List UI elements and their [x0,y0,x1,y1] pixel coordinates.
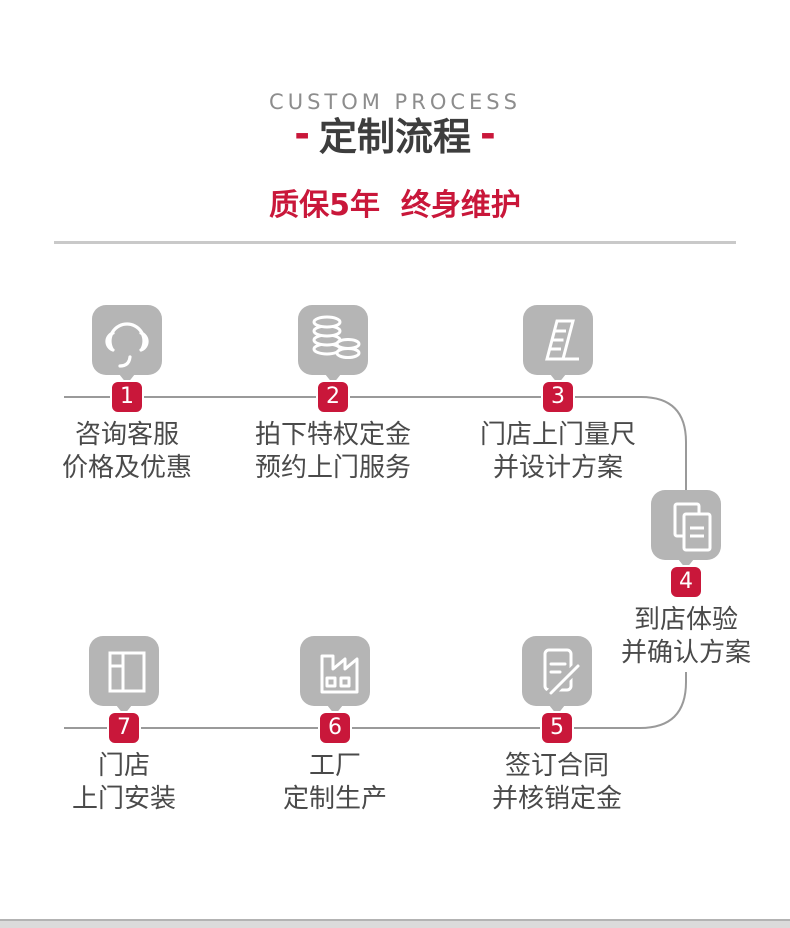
step-2-number-badge: 2 [316,380,350,414]
step-4-icon-bubble [651,490,721,560]
step-7: 7 门店 上门安装 [24,636,224,816]
step-2-icon-bubble [298,305,368,375]
step-2-line2: 预约上门服务 [254,453,411,483]
step-7-icon-bubble [89,636,159,706]
step-5-line1: 签订合同 [504,751,609,781]
step-1-line2: 价格及优惠 [61,453,192,483]
step-5-label: 签订合同 并核销定金 [492,750,622,816]
headset-icon [105,322,149,368]
step-1-line1: 咨询客服 [74,420,179,450]
step-7-line1: 门店 [97,751,150,781]
step-4-label: 到店体验 并确认方案 [621,604,751,670]
step-7-number-badge: 7 [107,711,141,745]
step-4-line2: 并确认方案 [620,638,751,668]
step-4-line1: 到店体验 [633,605,738,635]
step-3-line1: 门店上门量尺 [479,420,636,450]
step-6-number-badge: 6 [318,711,352,745]
step-5-number-badge: 5 [540,711,574,745]
step-1-number-badge: 1 [110,380,144,414]
step-2-line1: 拍下特权定金 [254,420,411,450]
step-2: 2 拍下特权定金 预约上门服务 [233,305,433,485]
factory-icon [320,654,359,694]
coins-icon [312,315,361,359]
ruler-icon [545,319,579,361]
step-6-label: 工厂 定制生产 [283,750,387,816]
contract-icon [543,648,584,699]
step-2-label: 拍下特权定金 预约上门服务 [255,419,411,485]
section-subtitle-en: CUSTOM PROCESS [269,90,521,114]
step-6-icon-bubble [300,636,370,706]
step-4-number-badge: 4 [669,565,703,599]
step-3: 3 门店上门量尺 并设计方案 [458,305,658,485]
title-right-dash: - [480,112,496,156]
step-1-icon-bubble [92,305,162,375]
step-3-number-badge: 3 [541,380,575,414]
step-5-icon-bubble [522,636,592,706]
header-divider-line [54,241,736,244]
wardrobe-icon [108,651,146,693]
step-7-line2: 上门安装 [71,784,176,814]
step-6-line1: 工厂 [308,751,361,781]
warranty-subtitle: 质保5年 终身维护 [269,188,521,223]
title-left-dash: - [294,112,310,156]
step-5: 5 签订合同 并核销定金 [457,636,657,816]
step-4: 4 到店体验 并确认方案 [586,490,786,670]
section-title: -定制流程- [0,113,790,159]
step-3-line2: 并设计方案 [492,453,623,483]
section-title-text: 定制流程 [318,115,471,159]
step-5-line2: 并核销定金 [491,784,622,814]
step-6-line2: 定制生产 [282,784,387,814]
documents-icon [673,502,712,552]
step-6: 6 工厂 定制生产 [235,636,435,816]
step-1-label: 咨询客服 价格及优惠 [62,419,192,485]
step-1: 1 咨询客服 价格及优惠 [27,305,227,485]
step-3-label: 门店上门量尺 并设计方案 [480,419,636,485]
step-3-icon-bubble [523,305,593,375]
step-7-label: 门店 上门安装 [72,750,176,816]
bottom-divider-bar [0,919,790,928]
